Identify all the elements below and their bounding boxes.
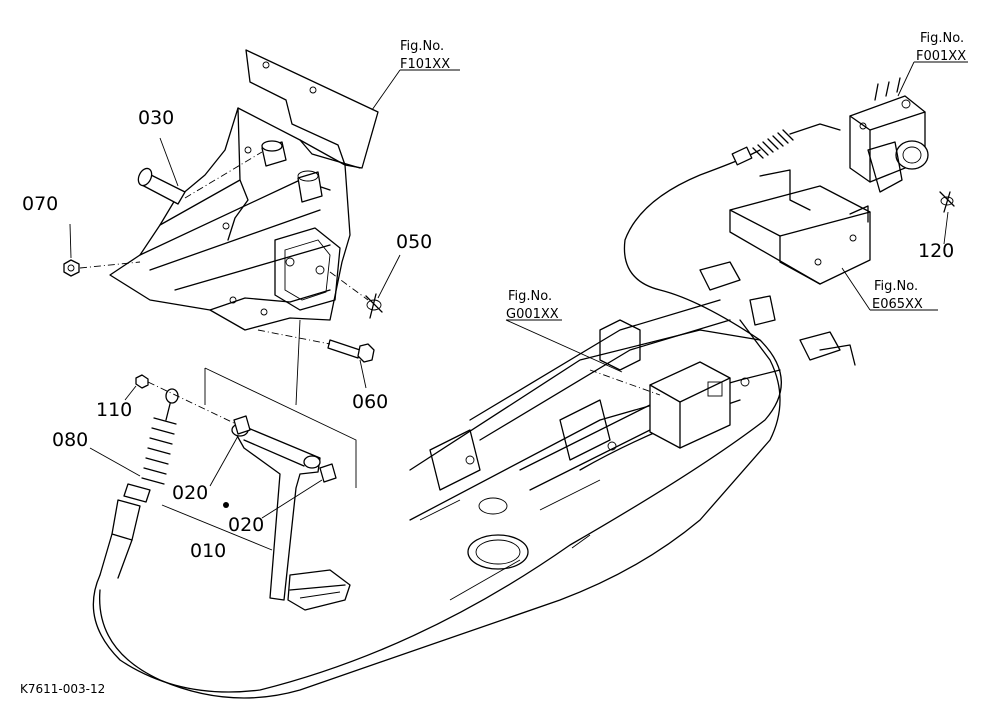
- fig-ref-g001-label: Fig.No.: [508, 289, 552, 304]
- callout-030: 030: [138, 107, 174, 129]
- callout-labels: 030 070 050 060 110 080 020 020 010 120: [22, 107, 954, 562]
- e065-bracket: [729, 169, 871, 285]
- callout-110: 110: [96, 399, 132, 421]
- leader-lines: [69, 61, 968, 551]
- pedal-mount-bracket: [109, 49, 379, 331]
- callout-020-right: 020: [228, 514, 264, 536]
- fig-ref-f001-label: Fig.No.: [920, 31, 964, 46]
- fig-ref-f101-label: Fig.No.: [400, 39, 444, 54]
- fig-ref-g001-code: G001XX: [506, 307, 559, 322]
- cable-end-080: [99, 374, 237, 579]
- pin-030: [137, 151, 263, 205]
- g001-switch-box: [589, 361, 731, 449]
- callout-070: 070: [22, 193, 58, 215]
- fig-ref-e065-label: Fig.No.: [874, 279, 918, 294]
- callout-120: 120: [918, 240, 954, 262]
- cotter-pin-050: [329, 271, 383, 319]
- callout-050: 050: [396, 231, 432, 253]
- nut-070: [63, 259, 141, 277]
- figure-references: Fig.No. F101XX Fig.No. F001XX Fig.No. E0…: [400, 31, 966, 322]
- callout-060: 060: [352, 391, 388, 413]
- cable-assembly: [92, 123, 841, 693]
- fig-ref-f101-code: F101XX: [400, 57, 450, 72]
- fig-ref-e065-code: E065XX: [872, 297, 923, 312]
- cotter-pin-120: [939, 191, 955, 213]
- frame-floor-assembly: [99, 261, 856, 699]
- bolt-060: [257, 329, 375, 363]
- callout-020-left: 020: [172, 482, 208, 504]
- callout-080: 080: [52, 429, 88, 451]
- fig-ref-f001-code: F001XX: [916, 49, 966, 64]
- callout-010: 010: [190, 540, 226, 562]
- pedal-arm-010: [204, 319, 357, 611]
- drawing-code: K7611-003-12: [20, 682, 105, 696]
- f001-switch-assembly: [849, 77, 929, 193]
